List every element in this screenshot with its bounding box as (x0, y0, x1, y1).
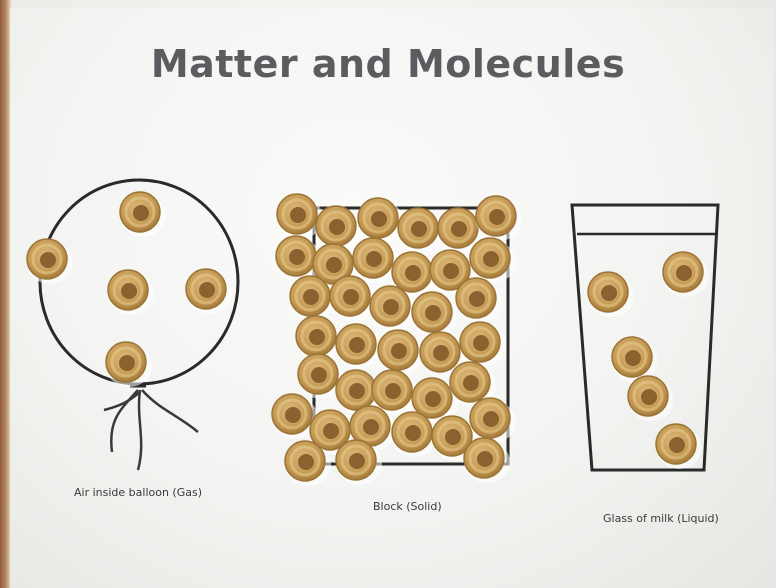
cereal-piece (330, 276, 376, 321)
cereal-piece (456, 278, 502, 323)
cereal-piece (358, 198, 404, 243)
cereal-piece (120, 192, 166, 237)
caption-liquid: Glass of milk (Liquid) (603, 512, 719, 525)
cereal-piece (398, 208, 444, 253)
cereal-piece (277, 194, 323, 239)
cereal-piece (476, 196, 522, 241)
cereal-piece (27, 239, 73, 284)
caption-solid: Block (Solid) (373, 500, 442, 513)
cereal-piece (186, 269, 232, 314)
cereal-pieces (27, 192, 709, 486)
cereal-piece (588, 272, 634, 317)
cereal-piece (612, 337, 658, 382)
cereal-piece (378, 330, 424, 375)
cereal-piece (656, 424, 702, 469)
cereal-piece (663, 252, 709, 297)
glass-drawing (572, 205, 718, 470)
caption-gas: Air inside balloon (Gas) (74, 486, 202, 499)
cereal-piece (108, 270, 154, 315)
cereal-piece (412, 292, 458, 337)
cereal-piece (336, 324, 382, 369)
cereal-piece (460, 322, 506, 367)
cereal-piece (464, 438, 510, 483)
cereal-piece (628, 376, 674, 421)
cereal-piece (106, 342, 152, 387)
